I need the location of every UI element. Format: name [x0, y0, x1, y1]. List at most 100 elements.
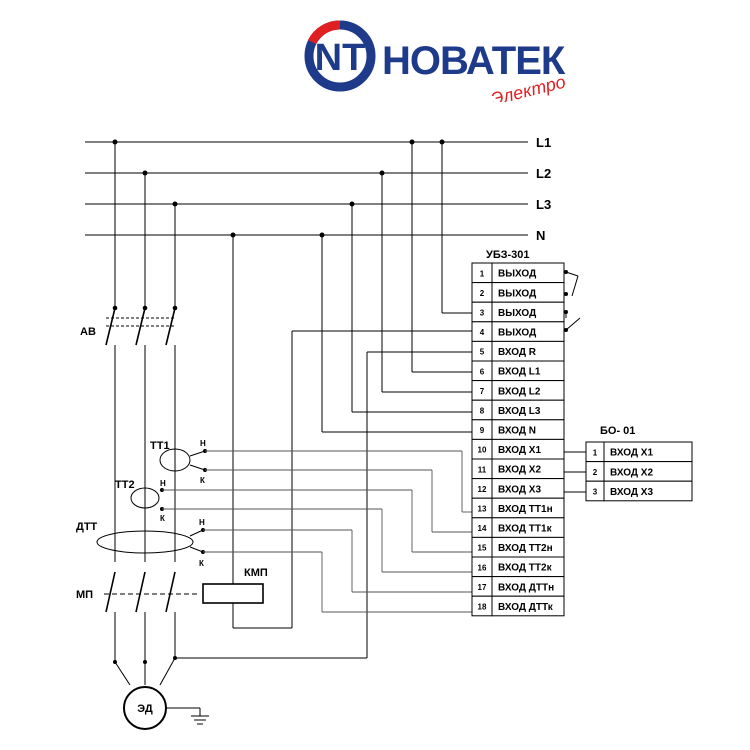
- bus-label-l3: L3: [536, 197, 551, 212]
- ubz-terminal-label: ВХОД L2: [498, 386, 541, 397]
- ubz-terminal-label: ВХОД R: [498, 347, 537, 358]
- bo-terminal-number: 2: [593, 468, 598, 477]
- ubz-terminal-label: ВХОД ТТ2к: [498, 563, 553, 574]
- ubz-terminal-label: ВХОД Х3: [498, 484, 541, 495]
- ubz-terminal-number: 3: [480, 309, 485, 318]
- bo01-title: БО- 01: [600, 425, 635, 437]
- ubz-terminal-label: ВХОД ДТТн: [498, 582, 554, 593]
- dtt-label: ДТТ: [76, 521, 98, 533]
- ubz-terminal-number: 14: [478, 524, 487, 533]
- ubz-terminal-14: 14 ВХОД ТТ1к: [471, 517, 565, 538]
- ct1-start: Н: [200, 439, 206, 448]
- ubz-terminal-1: 1 ВЫХОД: [471, 262, 565, 284]
- circuit-breaker: [105, 305, 178, 562]
- ct2-start: Н: [160, 479, 166, 488]
- ubz-terminal-label: ВХОД Х2: [498, 465, 541, 476]
- ubz-terminal-12: 12 ВХОД Х3: [471, 478, 565, 499]
- contactor-coil: [202, 235, 293, 629]
- ubz-terminal-number: 8: [480, 407, 485, 416]
- ct1-label: ТТ1: [150, 440, 170, 452]
- ubz-terminal-number: 4: [480, 328, 485, 337]
- ct2: [130, 487, 164, 511]
- ubz-terminal-number: 17: [478, 583, 487, 592]
- ubz-terminal-7: 7 ВХОД L2: [471, 380, 565, 401]
- ubz-terminal-number: 1: [480, 269, 485, 278]
- ubz-terminal-number: 15: [478, 544, 487, 553]
- logo-brand: НОВАТЕК: [382, 39, 566, 83]
- ubz-terminal-18: 18 ВХОД ДТТк: [471, 595, 565, 617]
- ubz-terminal-2: 2 ВЫХОД: [471, 282, 565, 303]
- ubz-terminal-number: 6: [480, 367, 485, 376]
- ubz-terminal-label: ВЫХОД: [498, 269, 536, 280]
- ubz-terminal-3: 3 ВЫХОД: [471, 301, 565, 323]
- magnetic-starter: [104, 571, 200, 662]
- ubz-terminal-16: 16 ВХОД ТТ2к: [471, 556, 565, 578]
- ubz-terminal-number: 9: [480, 426, 485, 435]
- ubz-terminal-label: ВХОД L1: [498, 367, 541, 378]
- ubz-terminal-number: 13: [478, 505, 487, 514]
- ubz301-title: УБЗ-301: [486, 249, 530, 261]
- bus-label-l1: L1: [536, 135, 551, 150]
- ct2-end: К: [160, 514, 165, 523]
- bo-terminal-number: 1: [593, 448, 598, 457]
- ubz-terminal-number: 7: [480, 387, 485, 396]
- ct2-label: ТТ2: [115, 479, 135, 491]
- logo-monogram: NT: [315, 37, 366, 79]
- bus-label-l2: L2: [536, 166, 551, 181]
- bus-label-n: N: [536, 228, 545, 243]
- ubz-terminal-number: 2: [480, 289, 485, 298]
- ubz-terminal-11: 11 ВХОД Х2: [471, 458, 565, 480]
- ubz-terminal-label: ВХОД N: [498, 426, 536, 437]
- ubz-terminal-number: 11: [478, 465, 487, 474]
- bo-terminal-label: ВХОД Х1: [610, 448, 653, 459]
- ubz-terminal-5: 5 ВХОД R: [471, 340, 565, 362]
- bo-terminal-2: 2 ВХОД Х2: [585, 461, 693, 482]
- ubz-terminal-label: ВХОД ДТТк: [498, 602, 554, 613]
- bo-terminal-label: ВХОД Х3: [610, 487, 653, 498]
- ubz-terminal-number: 12: [478, 485, 487, 494]
- ubz-terminal-number: 18: [478, 603, 487, 612]
- breaker-label: АВ: [80, 326, 96, 338]
- ubz-terminal-label: ВЫХОД: [498, 288, 536, 299]
- ubz-terminal-number: 16: [478, 563, 487, 572]
- starter-label: МП: [76, 589, 93, 601]
- ubz-terminal-label: ВХОД ТТ1н: [498, 504, 553, 515]
- ubz-terminal-13: 13 ВХОД ТТ1н: [471, 497, 565, 519]
- logo-emblem: NT: [304, 20, 376, 92]
- bo01-terminal-block: 1 ВХОД Х1 2 ВХОД Х2 3 ВХОД Х3: [585, 441, 693, 502]
- ct1-end: К: [200, 476, 205, 485]
- ubz-terminal-label: ВХОД L3: [498, 406, 541, 417]
- bus-junctions: [112, 139, 445, 238]
- ubz-terminal-8: 8 ВХОД L3: [471, 399, 565, 421]
- bo-terminal-3: 3 ВХОД Х3: [585, 480, 693, 502]
- dtt-start: Н: [199, 518, 205, 527]
- ubz-terminal-label: ВХОД Х1: [498, 445, 541, 456]
- ubz-terminal-number: 5: [480, 348, 485, 357]
- ubz-terminal-9: 9 ВХОД N: [471, 419, 565, 440]
- dtt-end: К: [199, 559, 204, 568]
- ubz-terminal-10: 10 ВХОД Х1: [471, 438, 565, 460]
- ubz-terminal-label: ВЫХОД: [498, 328, 536, 339]
- ubz-terminal-6: 6 ВХОД L1: [471, 360, 565, 382]
- ubz-terminal-17: 17 ВХОД ДТТн: [471, 576, 565, 597]
- differential-ct: [96, 528, 205, 554]
- motor-label: ЭД: [137, 703, 153, 715]
- control-wiring: [162, 142, 586, 659]
- bo-terminal-number: 3: [593, 488, 598, 497]
- ct1: [159, 448, 207, 472]
- ubz-terminal-label: ВХОД ТТ1к: [498, 524, 553, 535]
- ubz-terminal-15: 15 ВХОД ТТ2н: [471, 536, 565, 558]
- coil-label: КМП: [244, 567, 268, 579]
- bo-terminal-label: ВХОД Х2: [610, 467, 653, 478]
- phase-feeders: [114, 142, 176, 308]
- ubz-terminal-4: 4 ВЫХОД: [471, 321, 565, 342]
- bus-lines: [85, 141, 528, 236]
- bo-terminal-1: 1 ВХОД Х1: [585, 441, 693, 463]
- ubz-terminal-number: 10: [478, 446, 487, 455]
- ubz-terminal-label: ВХОД ТТ2н: [498, 543, 553, 554]
- ubz-terminal-label: ВЫХОД: [498, 308, 536, 319]
- motor: [113, 656, 209, 730]
- output-contacts: [564, 270, 581, 332]
